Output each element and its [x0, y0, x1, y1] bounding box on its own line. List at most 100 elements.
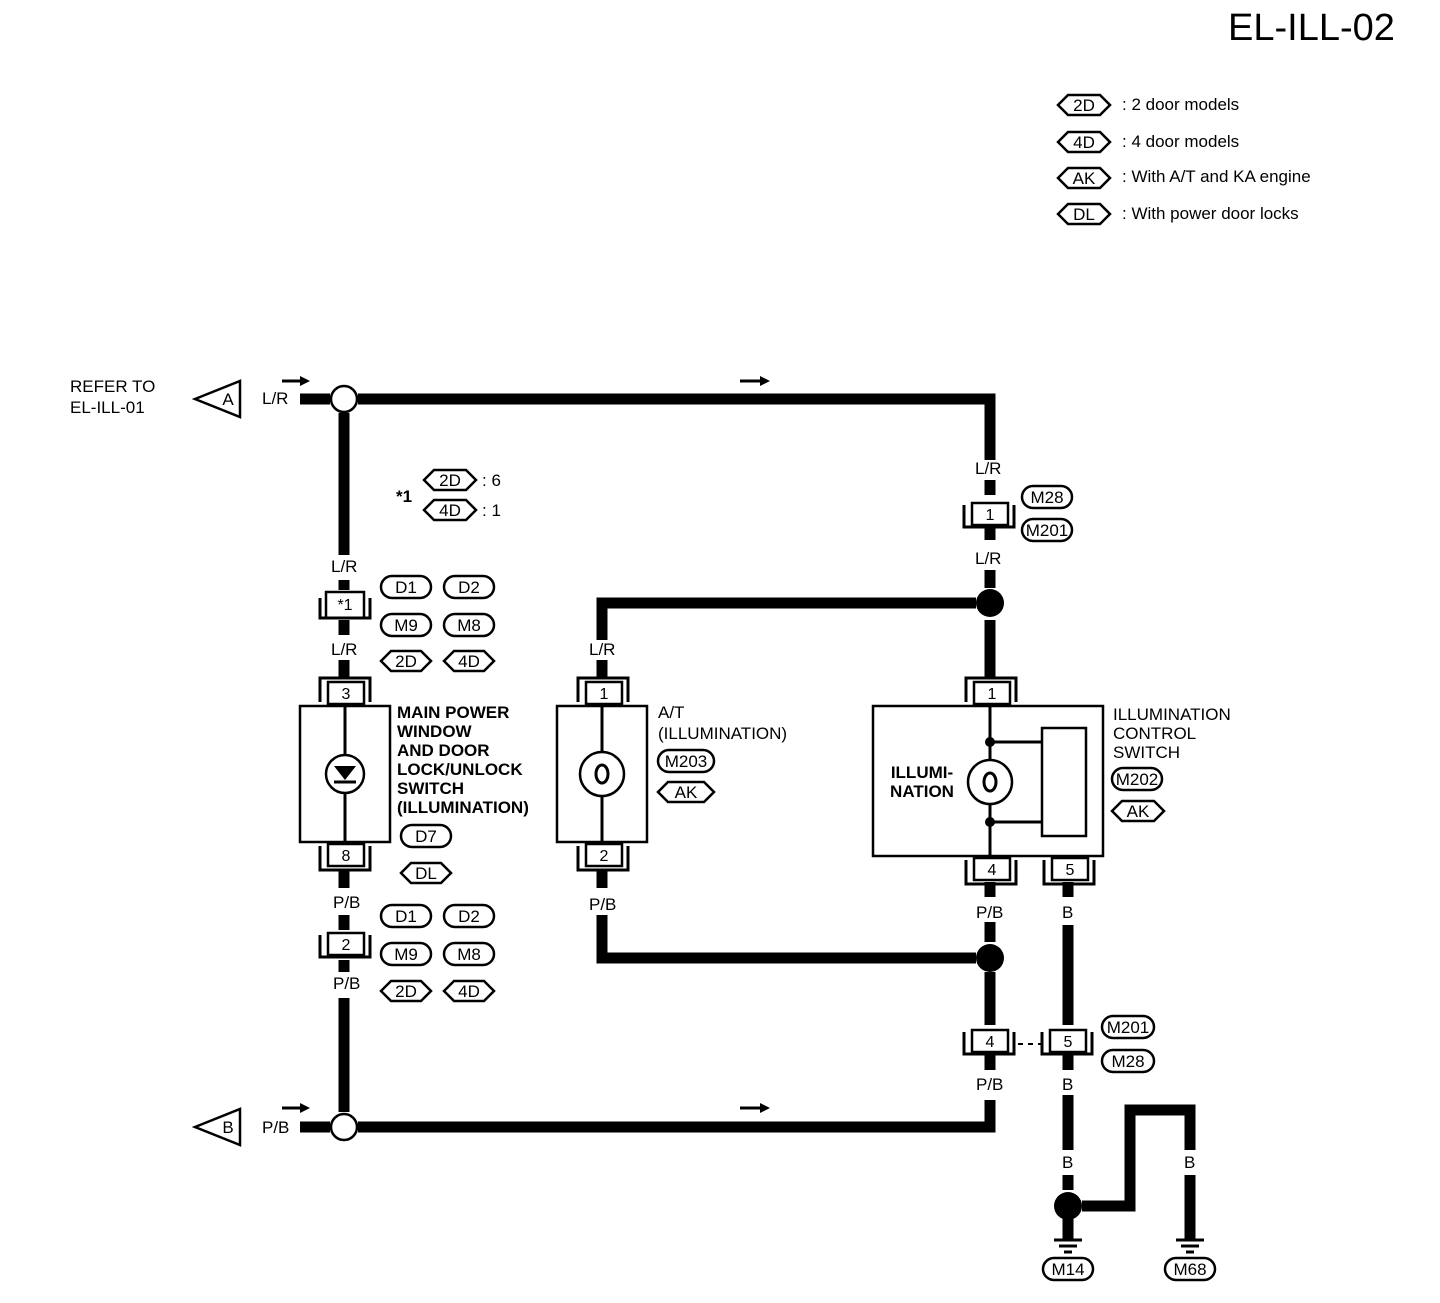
- wire-label: P/B: [333, 893, 360, 912]
- svg-text:: With power door locks: : With power door locks: [1122, 204, 1299, 223]
- refer-to-label: REFER TO EL-ILL-01: [70, 377, 155, 417]
- wire-label-a: L/R: [262, 389, 288, 408]
- main-power-window-switch: 3 8: [298, 676, 392, 872]
- note-star1: *1 2D : 6 4D : 1: [396, 468, 501, 522]
- svg-text:LOCK/UNLOCK: LOCK/UNLOCK: [397, 760, 523, 779]
- svg-text:4D: 4D: [1073, 133, 1095, 152]
- svg-text:ILLUMI-: ILLUMI-: [891, 763, 953, 782]
- svg-text:AND DOOR: AND DOOR: [397, 741, 490, 760]
- svg-text:M201: M201: [1026, 521, 1069, 540]
- svg-text:M203: M203: [665, 752, 708, 771]
- svg-text:4D: 4D: [439, 501, 461, 520]
- connector-2: 2: [318, 931, 372, 959]
- svg-text:M8: M8: [457, 616, 481, 635]
- svg-text:2: 2: [342, 937, 351, 954]
- wire-label: P/B: [976, 903, 1003, 922]
- legend-item-4d: 4D : 4 door models: [1056, 130, 1239, 154]
- wire-label: L/R: [975, 549, 1001, 568]
- svg-text:2D: 2D: [395, 982, 417, 1001]
- connector-m28-pin1: 1 M28 M201: [962, 484, 1074, 543]
- legend: 2D : 2 door models 4D : 4 door models AK…: [1056, 93, 1311, 226]
- illumination-control-label: ILLUMINATION CONTROL SWITCH M202 AK: [1110, 705, 1231, 823]
- svg-text:AK: AK: [1073, 169, 1096, 188]
- splice-lr: [976, 589, 1004, 617]
- svg-text:M68: M68: [1173, 1260, 1206, 1279]
- legend-item-ak: AK : With A/T and KA engine: [1056, 166, 1311, 190]
- svg-text:ILLUMINATION: ILLUMINATION: [1113, 705, 1231, 724]
- wire-label: B: [1062, 1153, 1073, 1172]
- svg-text:NATION: NATION: [890, 782, 954, 801]
- from-b-arrow: B: [191, 1107, 242, 1147]
- svg-text:D2: D2: [458, 578, 480, 597]
- svg-text:M14: M14: [1051, 1260, 1084, 1279]
- svg-text:M28: M28: [1030, 488, 1063, 507]
- svg-text:1: 1: [600, 686, 609, 703]
- terminal-circle-a: [329, 384, 359, 414]
- svg-text:2D: 2D: [1073, 96, 1095, 115]
- wire-label: L/R: [975, 459, 1001, 478]
- ground-icon-m14: M14: [1041, 1238, 1095, 1282]
- wire-label: P/B: [976, 1075, 1003, 1094]
- svg-text:: 4 door models: : 4 door models: [1122, 132, 1239, 151]
- svg-text:MAIN POWER: MAIN POWER: [397, 703, 509, 722]
- wire-label: L/R: [589, 640, 615, 659]
- splice-pb: [976, 944, 1004, 972]
- at-illumination: 1 2: [555, 676, 649, 872]
- svg-text:(ILLUMINATION): (ILLUMINATION): [658, 724, 787, 743]
- wire-label: P/B: [333, 974, 360, 993]
- illumination-control-switch: 1 ILLUMI- NATION 4 5: [871, 676, 1105, 886]
- svg-text:5: 5: [1064, 1034, 1073, 1051]
- svg-text:A: A: [222, 390, 234, 409]
- svg-text:B: B: [222, 1118, 233, 1137]
- svg-text:4: 4: [986, 1034, 995, 1051]
- svg-text:4: 4: [988, 862, 997, 879]
- svg-text:2: 2: [600, 848, 609, 865]
- svg-text:D1: D1: [395, 578, 417, 597]
- svg-text:M9: M9: [394, 616, 418, 635]
- connector-star1-tags: D1 D2 M9 M8 2D 4D: [379, 574, 496, 673]
- svg-text:A/T: A/T: [658, 703, 684, 722]
- svg-text:3: 3: [342, 686, 351, 703]
- svg-text:4D: 4D: [458, 652, 480, 671]
- svg-text:4D: 4D: [458, 982, 480, 1001]
- legend-item-dl: DL : With power door locks: [1056, 202, 1299, 226]
- svg-text:: With A/T and KA engine: : With A/T and KA engine: [1122, 167, 1311, 186]
- svg-text:AK: AK: [675, 783, 698, 802]
- page-id: EL-ILL-02: [1228, 7, 1395, 49]
- wire-label: B: [1184, 1153, 1195, 1172]
- svg-text:D1: D1: [395, 907, 417, 926]
- svg-text:SWITCH: SWITCH: [1113, 743, 1180, 762]
- main-switch-label: MAIN POWER WINDOW AND DOOR LOCK/UNLOCK S…: [397, 703, 529, 885]
- wire-label-b: P/B: [262, 1118, 289, 1137]
- svg-text:8: 8: [342, 848, 351, 865]
- svg-text:5: 5: [1066, 862, 1075, 879]
- wire-label: B: [1062, 903, 1073, 922]
- svg-text:DL: DL: [415, 864, 437, 883]
- legend-item-2d: 2D : 2 door models: [1056, 93, 1239, 117]
- svg-text:CONTROL: CONTROL: [1113, 724, 1196, 743]
- connector-m201-4-5: 4 5 M201 M28: [962, 1014, 1156, 1074]
- wire-label: L/R: [331, 640, 357, 659]
- svg-text:REFER TO: REFER TO: [70, 377, 155, 396]
- wire-label: B: [1124, 1153, 1135, 1172]
- svg-text:1: 1: [986, 507, 995, 524]
- connector-star1: *1: [318, 590, 372, 620]
- current-flow-arrows: [282, 376, 770, 1113]
- svg-text:M9: M9: [394, 945, 418, 964]
- connector-2-tags: D1 D2 M9 M8 2D 4D: [379, 903, 496, 1003]
- svg-text:2D: 2D: [395, 652, 417, 671]
- wire-label: P/B: [589, 895, 616, 914]
- svg-text:AK: AK: [1127, 802, 1150, 821]
- splice-ground: [1054, 1192, 1082, 1220]
- svg-text:DL: DL: [1073, 205, 1095, 224]
- svg-text:M8: M8: [457, 945, 481, 964]
- svg-text:*1: *1: [337, 597, 352, 614]
- at-illumination-label: A/T (ILLUMINATION) M203 AK: [656, 703, 787, 804]
- svg-text:*1: *1: [396, 487, 412, 506]
- svg-text:M201: M201: [1107, 1018, 1150, 1037]
- svg-text:SWITCH: SWITCH: [397, 779, 464, 798]
- svg-text:2D: 2D: [439, 471, 461, 490]
- wire-label: B: [1062, 1075, 1073, 1094]
